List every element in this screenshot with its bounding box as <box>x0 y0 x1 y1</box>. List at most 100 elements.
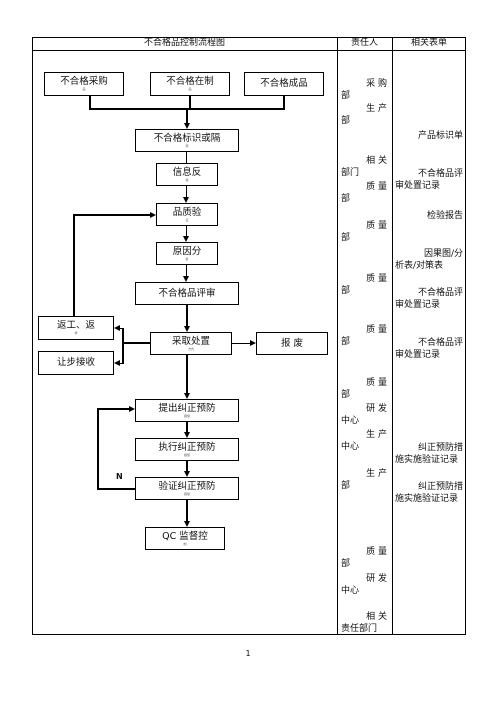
responsible-entry: 研 发中心 <box>341 573 389 597</box>
connector-to-identify <box>186 110 188 123</box>
arrow-to-scrap <box>250 340 256 346</box>
responsible-line: 部 <box>341 390 351 400</box>
responsible-line: 质 量 <box>366 182 387 192</box>
header-forms: 相关表单 <box>410 38 447 48</box>
box-nonconforming-finished: 不合格成品 <box>244 72 324 96</box>
responsible-entry: 质 量部 <box>341 324 389 348</box>
column-divider-1 <box>337 37 338 635</box>
form-line: 施实施验证记录 <box>395 455 459 465</box>
responsible-line: 采 购 <box>366 79 387 89</box>
responsible-entry: 质 量部 <box>341 181 389 205</box>
responsible-line: 部 <box>341 194 351 204</box>
loop-rework-vertical <box>73 214 75 316</box>
responsible-line: 生 产 <box>366 104 387 114</box>
responsible-line: 相 关 <box>366 156 387 166</box>
responsible-entry: 质 量部 <box>341 220 389 244</box>
arrow-to-inspect <box>183 197 189 203</box>
form-line: 检验报告 <box>426 211 463 221</box>
responsible-line: 部门 <box>341 168 360 178</box>
responsible-line: 中心 <box>341 586 360 596</box>
box-qc-supervision: QC 监督控 制 <box>145 527 225 550</box>
responsible-line: 部 <box>341 233 351 243</box>
box-verify-corrective-action: 验证纠正预防 措施 <box>135 477 239 500</box>
loop-n-top <box>97 408 129 410</box>
header-flowchart: 不合格品控制流程图 <box>143 38 225 48</box>
responsible-entry: 生 产部 <box>341 468 389 492</box>
header-responsible: 责任人 <box>350 38 378 48</box>
connector-cause-review <box>186 265 187 276</box>
arrow-to-propose <box>184 393 190 399</box>
loop-rework-horizontal <box>73 214 150 216</box>
responsible-entry: 质 量部 <box>341 377 389 401</box>
responsible-line: 质 量 <box>366 221 387 231</box>
box-identify-isolate: 不合格标识或隔 离 <box>135 129 239 152</box>
responsible-line: 质 量 <box>366 274 387 284</box>
responsible-entry: 质 量部 <box>341 546 389 570</box>
n-label: N <box>116 472 123 481</box>
header-divider <box>32 50 466 51</box>
form-entry: 因果图/分析表/对策表 <box>395 248 465 272</box>
box-nonconforming-wip: 不合格在制 品 <box>150 72 230 96</box>
arrow-to-concession <box>114 360 120 366</box>
connector-identify-feedback <box>186 152 187 163</box>
arrow-to-rework <box>114 325 120 331</box>
page-number: 1 <box>245 649 251 658</box>
connector-disposal-left <box>122 342 150 344</box>
arrow-rework-to-inspect <box>150 212 156 218</box>
connector-finished-down <box>283 96 285 110</box>
responsible-line: 部 <box>341 91 351 101</box>
arrow-to-verify <box>184 471 190 477</box>
form-entry: 检验报告 <box>395 210 465 222</box>
box-cause-analysis: 原因分 析 <box>156 242 218 265</box>
form-entry: 纠正预防措施实施验证记录 <box>395 481 465 505</box>
connector-wip-down <box>189 96 191 110</box>
box-rework-repair: 返工、返 修 <box>38 316 114 340</box>
box-nonconforming-purchase: 不合格采购 品 <box>44 72 124 96</box>
form-line: 纠正预防措 <box>417 443 463 453</box>
responsible-line: 部 <box>341 286 351 296</box>
connector-review-disposal <box>186 305 188 326</box>
loop-n-vertical <box>97 408 99 490</box>
form-entry: 不合格品评审处置记录 <box>395 337 465 361</box>
connector-to-concession <box>120 363 124 364</box>
responsible-line: 质 量 <box>366 378 387 388</box>
arrow-to-qc <box>184 521 190 527</box>
connector-verify-qc <box>186 500 188 521</box>
form-line: 不合格品评 <box>417 288 463 298</box>
responsible-line: 中心 <box>341 416 360 426</box>
connector-disposal-propose <box>186 355 188 393</box>
responsible-line: 研 发 <box>366 404 387 414</box>
responsible-entry: 质 量部 <box>341 273 389 297</box>
form-line: 纠正预防措 <box>417 482 463 492</box>
box-disposition: 采取处置 方式 <box>150 332 232 355</box>
responsible-entry: 相 关部门 <box>341 155 389 179</box>
form-entry: 不合格品评审处置记录 <box>395 168 465 192</box>
responsible-line: 相 关 <box>366 612 387 622</box>
responsible-line: 中心 <box>341 442 360 452</box>
process-table <box>32 37 466 635</box>
connector-execute-verify <box>186 461 188 471</box>
responsible-line: 质 量 <box>366 547 387 557</box>
form-line: 审处置记录 <box>395 181 441 191</box>
box-feedback: 信息反 馈 <box>156 163 218 186</box>
form-line: 析表/对策表 <box>395 261 444 271</box>
connector-purchase-down <box>89 96 91 110</box>
arrow-to-identify <box>184 123 190 129</box>
form-entry: 纠正预防措施实施验证记录 <box>395 442 465 466</box>
form-line: 审处置记录 <box>395 350 441 360</box>
arrow-to-execute <box>184 432 190 438</box>
responsible-line: 责任部门 <box>341 624 378 634</box>
arrow-to-disposal <box>184 326 190 332</box>
form-line: 审处置记录 <box>395 300 441 310</box>
responsible-line: 部 <box>341 481 351 491</box>
form-line: 因果图/分 <box>423 249 463 259</box>
responsible-line: 研 发 <box>366 574 387 584</box>
responsible-entry: 采 购部 <box>341 78 389 102</box>
connector-inspect-cause <box>186 226 187 236</box>
box-propose-corrective-action: 提出纠正预防 措施 <box>135 399 239 422</box>
connector-feedback-inspect <box>186 186 187 197</box>
responsible-line: 部 <box>341 116 351 126</box>
connector-merge-horizontal <box>89 108 285 110</box>
arrow-to-review <box>183 276 189 282</box>
arrow-n-to-propose <box>129 406 135 412</box>
